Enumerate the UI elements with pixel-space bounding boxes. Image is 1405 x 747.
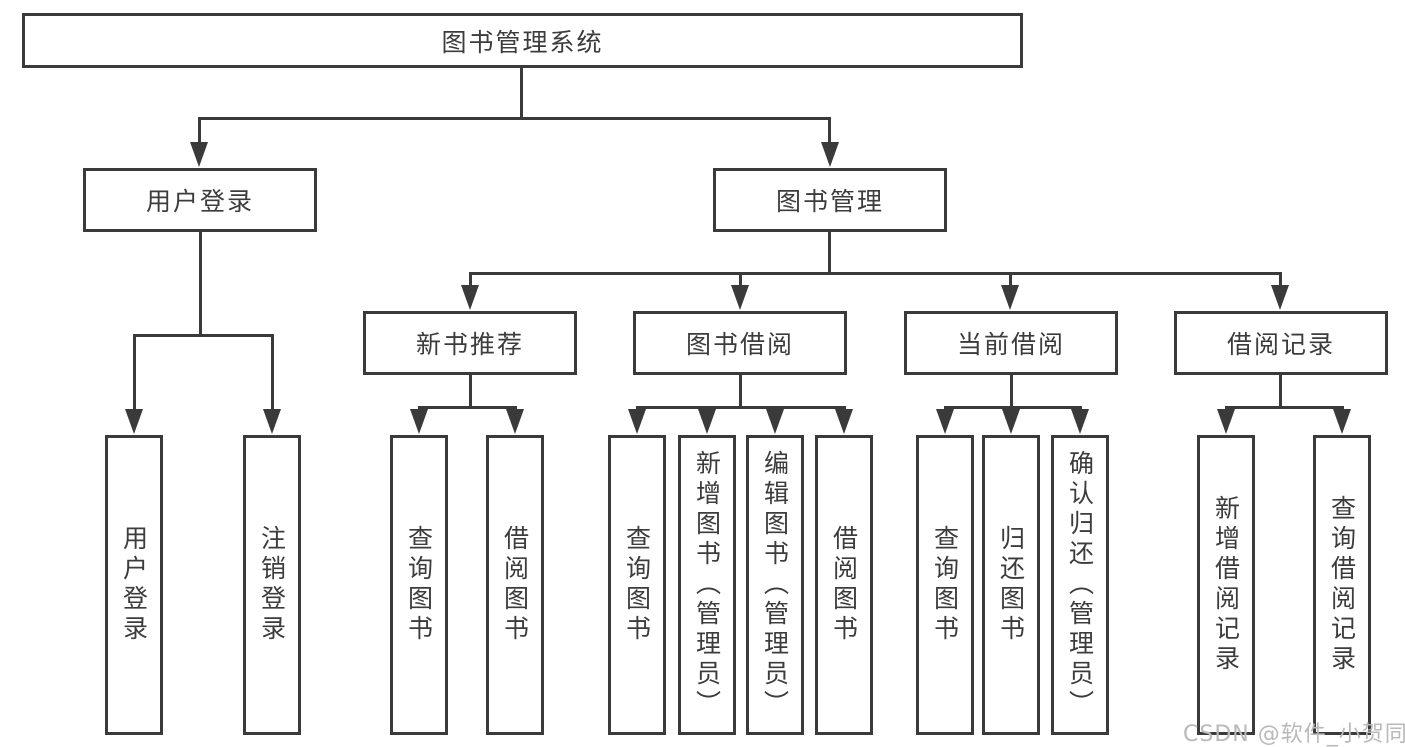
leaf-add-borrow-record: 新增借阅记录 bbox=[1197, 435, 1255, 735]
arrowhead-down bbox=[263, 409, 281, 434]
leaf-label: 归还图书 bbox=[996, 525, 1026, 645]
connector-line bbox=[469, 375, 472, 409]
leaf-confirm-return-admin: 确认归还（管理员） bbox=[1051, 435, 1109, 735]
connector-line bbox=[1010, 375, 1013, 409]
leaf-label: 查询图书 bbox=[930, 525, 960, 645]
arrowhead-down bbox=[731, 285, 749, 310]
leaf-query-books-recommend: 查询图书 bbox=[390, 435, 448, 735]
connector-line bbox=[828, 117, 831, 149]
connector-line bbox=[944, 406, 1082, 409]
arrowhead-down bbox=[835, 409, 853, 434]
leaf-return-books: 归还图书 bbox=[982, 435, 1040, 735]
connector-line bbox=[198, 117, 831, 120]
arrowhead-down bbox=[410, 409, 428, 434]
arrowhead-down bbox=[1001, 285, 1019, 310]
leaf-query-borrow-record: 查询借阅记录 bbox=[1313, 435, 1371, 735]
leaf-borrow-books-recommend: 借阅图书 bbox=[486, 435, 544, 735]
leaf-borrow-books-borrowing: 借阅图书 bbox=[815, 435, 873, 735]
arrowhead-down bbox=[190, 142, 208, 167]
node-book-management-group: 图书管理 bbox=[713, 168, 947, 232]
connector-line bbox=[828, 232, 831, 275]
leaf-label: 查询图书 bbox=[404, 525, 434, 645]
arrowhead-down bbox=[628, 409, 646, 434]
arrowhead-down bbox=[461, 285, 479, 310]
connector-line bbox=[133, 334, 274, 337]
node-label: 当前借阅 bbox=[956, 330, 1065, 359]
node-root-library-system: 图书管理系统 bbox=[22, 13, 1023, 68]
connector-line bbox=[133, 334, 136, 416]
arrowhead-down bbox=[698, 409, 716, 434]
leaf-label: 确认归还（管理员） bbox=[1065, 450, 1095, 720]
leaf-label: 注销登录 bbox=[257, 525, 287, 645]
leaf-label: 新增借阅记录 bbox=[1211, 495, 1241, 675]
node-current-borrowing: 当前借阅 bbox=[904, 311, 1118, 375]
connector-line bbox=[739, 375, 742, 409]
connector-line bbox=[271, 334, 274, 416]
arrowhead-down bbox=[1271, 285, 1289, 310]
connector-line bbox=[418, 406, 517, 409]
node-book-borrowing: 图书借阅 bbox=[633, 311, 847, 375]
leaf-label: 编辑图书（管理员） bbox=[760, 450, 790, 720]
connector-line bbox=[1279, 375, 1282, 409]
arrowhead-down bbox=[936, 409, 954, 434]
connector-line bbox=[469, 272, 1282, 275]
leaf-query-books-borrowing: 查询图书 bbox=[608, 435, 666, 735]
node-label: 新书推荐 bbox=[415, 330, 524, 359]
arrowhead-down bbox=[1071, 409, 1089, 434]
connector-line bbox=[199, 232, 202, 336]
arrowhead-down bbox=[125, 409, 143, 434]
node-borrowing-records: 借阅记录 bbox=[1174, 311, 1388, 375]
leaf-add-books-admin: 新增图书（管理员） bbox=[678, 435, 736, 735]
arrowhead-down bbox=[766, 409, 784, 434]
node-new-book-recommendation: 新书推荐 bbox=[363, 311, 577, 375]
node-user-login-group: 用户登录 bbox=[83, 168, 317, 232]
connector-line bbox=[739, 272, 742, 294]
node-label: 图书借阅 bbox=[685, 330, 794, 359]
node-label: 用户登录 bbox=[145, 187, 254, 216]
node-label: 图书管理 bbox=[775, 187, 884, 216]
csdn-watermark: CSDN @软件_小贺同学 bbox=[1183, 722, 1405, 747]
connector-line bbox=[1225, 406, 1344, 409]
leaf-edit-books-admin: 编辑图书（管理员） bbox=[746, 435, 804, 735]
connector-line bbox=[469, 272, 472, 294]
connector-line bbox=[520, 67, 523, 119]
node-label: 图书管理系统 bbox=[441, 27, 604, 57]
leaf-label: 新增图书（管理员） bbox=[692, 450, 722, 720]
arrowhead-down bbox=[1217, 409, 1235, 434]
leaf-logout: 注销登录 bbox=[243, 435, 301, 735]
leaf-label: 查询借阅记录 bbox=[1327, 495, 1357, 675]
leaf-query-books-current: 查询图书 bbox=[916, 435, 974, 735]
leaf-label: 借阅图书 bbox=[829, 525, 859, 645]
arrowhead-down bbox=[821, 142, 839, 167]
connector-line bbox=[636, 406, 846, 409]
node-label: 借阅记录 bbox=[1226, 330, 1335, 359]
connector-line bbox=[1279, 272, 1282, 294]
arrowhead-down bbox=[506, 409, 524, 434]
connector-line bbox=[1009, 272, 1012, 294]
leaf-label: 查询图书 bbox=[622, 525, 652, 645]
arrowhead-down bbox=[1002, 409, 1020, 434]
leaf-label: 用户登录 bbox=[119, 525, 149, 645]
connector-line bbox=[198, 117, 201, 149]
leaf-label: 借阅图书 bbox=[500, 525, 530, 645]
arrowhead-down bbox=[1333, 409, 1351, 434]
leaf-user-login: 用户登录 bbox=[105, 435, 163, 735]
